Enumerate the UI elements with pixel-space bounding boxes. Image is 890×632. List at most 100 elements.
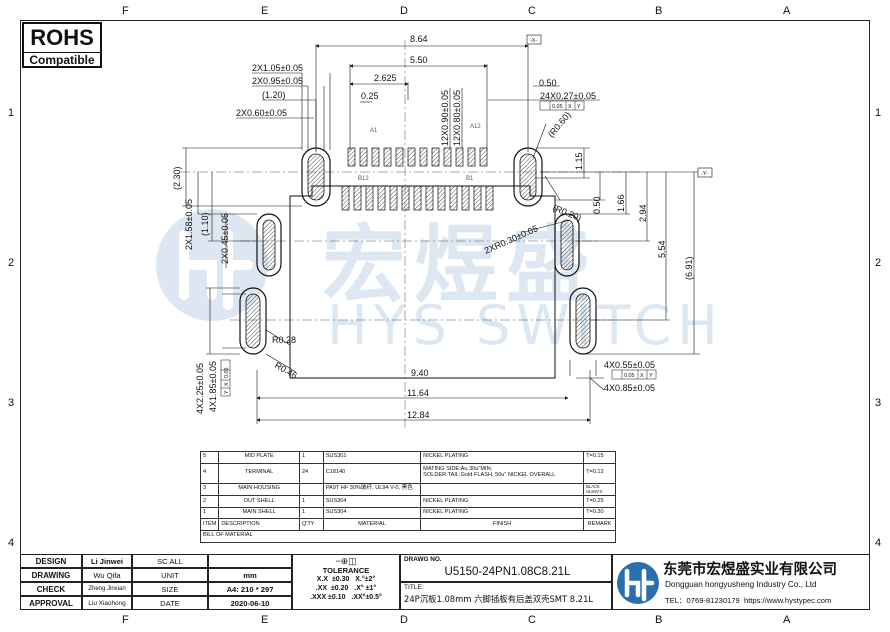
grid-col-label: C <box>528 614 536 626</box>
dim-text: 1.15 <box>574 152 584 170</box>
scale-label: SC ALL <box>132 554 208 568</box>
grid-row-label: 3 <box>8 397 15 409</box>
bom-cell: NICKEL PLATING <box>420 506 585 520</box>
tol-value: .XX°±0.5° <box>351 594 382 601</box>
drawing-number-block: DRAWG NO. U5150-24PN1.08C8.21L <box>400 554 612 582</box>
technical-drawing: 8.64 5.50 2.625 0.25 2X1.05±0.05 2X0.95±… <box>172 34 713 430</box>
dim-text: (1.10) <box>200 212 210 236</box>
bom-cell: TERMINAL <box>218 462 300 484</box>
unit-value: mm <box>208 568 292 582</box>
grid-col-label: B <box>655 614 663 626</box>
bom-header: DESCRIPTION <box>218 518 300 531</box>
bom-cell: 1 <box>298 451 324 464</box>
bom-cell: T=0.15 <box>583 451 616 464</box>
dim-text: 8.64 <box>410 34 428 44</box>
bom-cell: 1 <box>199 506 220 520</box>
bom-cell: 1 <box>298 506 324 520</box>
bom-cell: T=0.12 <box>583 462 616 484</box>
dim-text: 24X0.27±0.05 <box>540 91 596 101</box>
table-row: 5 MID PLATE 1 SUS301 NICKEL PLATING T=0.… <box>199 451 616 464</box>
tol-value: .XX ±0.20 <box>315 585 349 592</box>
grid-col-label: C <box>528 5 536 17</box>
fcf-text: X <box>568 104 572 110</box>
fcf-text: 0.05 <box>624 373 635 379</box>
tolerance-row: .XXX ±0.10 .XX°±0.5° <box>310 593 382 602</box>
bom-cell <box>298 482 324 497</box>
grid-col-label: B <box>655 5 663 17</box>
pad-row-top <box>347 147 488 167</box>
bom-cell: SUS304 <box>322 506 422 520</box>
dim-text: 4X0.55±0.05 <box>604 360 655 370</box>
table-row: 1 MAIN SHELL 1 SUS304 NICKEL PLATING T=0… <box>199 506 616 520</box>
company-website[interactable]: https://www.hystypec.com <box>743 596 832 605</box>
drawing-name: Wu Qifa <box>82 568 132 582</box>
bom-cell: NICKEL PLATING <box>420 451 585 464</box>
grid-col-label: F <box>122 5 129 17</box>
tolerance-block: −⊕◫ TOLERANCE X.X ±0.30 X.°±2° .XX ±0.20… <box>292 554 400 610</box>
body-outline <box>289 185 556 379</box>
rohs-subtitle: Compatible <box>24 52 100 69</box>
drawg-no-label: DRAWG NO. <box>404 556 442 563</box>
tolerance-row: .XX ±0.20 .X° ±1° <box>316 584 376 593</box>
dim-text: 11.64 <box>407 388 429 398</box>
grid-col-label: D <box>400 5 408 17</box>
dim-text: 9.40 <box>411 368 429 378</box>
grid-row-label: 4 <box>875 537 882 549</box>
dim-text: 2X0.45±0.05 <box>220 213 230 264</box>
rohs-badge: ROHS Compatible <box>22 22 102 68</box>
date-label: DATE <box>132 596 208 610</box>
fcf-text: Y <box>577 104 581 110</box>
bom-cell: MAIN HOUSING <box>218 482 300 497</box>
bom-cell: T=0.25 <box>583 495 616 508</box>
pad-mid-left <box>256 213 282 277</box>
check-name: Zheng Jinxian <box>82 582 132 596</box>
bom-cell: 3 <box>199 482 220 497</box>
grid-row-label: 1 <box>8 107 15 119</box>
bom-cell: SUS304 <box>322 495 422 508</box>
bom-cell: MID PLATE <box>218 451 300 464</box>
grid-col-label: E <box>261 5 269 17</box>
pad-bottom-left <box>239 287 267 355</box>
bom-cell: 5 <box>199 451 220 464</box>
bom-cell: NICKEL PLATING <box>420 495 585 508</box>
company-contact: TEL：0769-81230179 https://www.hystypec.c… <box>665 595 831 606</box>
bom-title: BILL OF MATERIAL <box>200 529 616 543</box>
fcf-text: Y <box>649 373 653 379</box>
design-label: DESIGN <box>20 554 82 568</box>
dim-text: 2.94 <box>638 204 648 222</box>
bom-finish-line: MATING SIDE:Au 30u"MIN; <box>423 466 493 473</box>
grid-row-label: 2 <box>8 257 15 269</box>
dim-text: 4X1.85±0.05 <box>208 361 218 412</box>
bom-cell: MAIN SHELL <box>218 506 300 520</box>
grid-col-label: F <box>122 614 129 626</box>
pin-label: B1 <box>466 176 474 182</box>
approval-label: APPROVAL <box>20 596 82 610</box>
dim-text: 12X0.80±0.05 <box>452 90 462 146</box>
bom-cell: 1 <box>298 495 324 508</box>
bom-cell: BLACK UL94V-0 <box>583 482 616 497</box>
bom-cell <box>420 482 585 497</box>
tol-value: X.°±2° <box>355 576 376 583</box>
tol-value: X.X ±0.30 <box>316 576 350 583</box>
title-area: TITLE: 24P沉板1.08mm 六脚插板有后盖双壳SMT 8.21L <box>400 582 612 610</box>
grid-row-label: 4 <box>8 537 15 549</box>
dim-text: 4X0.85±0.05 <box>604 383 655 393</box>
company-block: 东莞市宏煜盛实业有限公司 Dongguan hongyusheng Indust… <box>612 554 870 610</box>
title-label: TITLE: <box>404 584 424 591</box>
grid-row-label: 3 <box>875 397 882 409</box>
dim-text: 5.54 <box>657 240 667 258</box>
design-name: Li Jinwei <box>82 554 132 568</box>
drawing-label: DRAWING <box>20 568 82 582</box>
dim-text: R0.46 <box>273 360 299 381</box>
dim-text: (1.20) <box>262 90 286 100</box>
size-label: SIZE <box>132 582 208 596</box>
fcf-text: 0.05 <box>552 104 563 110</box>
company-name-en: Dongguan hongyusheng Industry Co., Ltd <box>665 580 817 589</box>
fcf-text: Y <box>224 390 230 394</box>
bom-cell: PA9T HF 30%玻纤, UL94 V-0, 黑色 <box>322 482 422 497</box>
drawing-title: 24P沉板1.08mm 六脚插板有后盖双壳SMT 8.21L <box>404 594 594 604</box>
pin-label: B12 <box>358 176 369 182</box>
title-block: DESIGN Li Jinwei SC ALL DRAWING Wu Qifa … <box>20 554 870 610</box>
pad-bottom-right <box>569 287 597 355</box>
dim-text: 2X1.05±0.05 <box>252 63 303 73</box>
